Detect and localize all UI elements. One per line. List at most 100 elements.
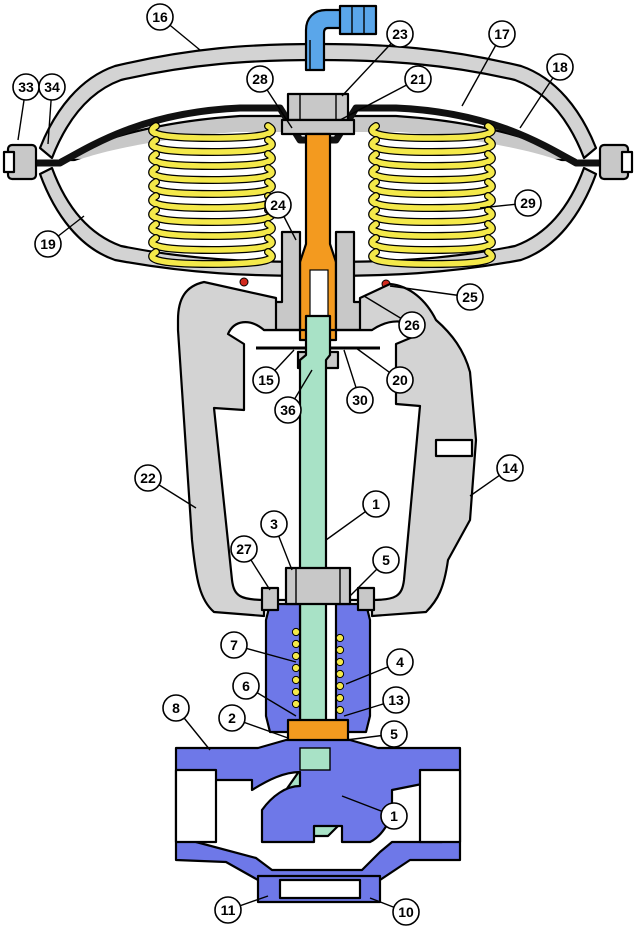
callout-number: 22 [140, 470, 156, 486]
callout-23: 23 [341, 20, 414, 97]
callout-18: 18 [519, 53, 574, 129]
callout-2: 2 [218, 704, 289, 739]
callout-bubble [386, 20, 414, 48]
callout-number: 24 [270, 197, 286, 213]
callout-14: 14 [469, 454, 524, 497]
callout-3: 3 [260, 510, 293, 571]
callout-bubble [456, 283, 484, 311]
callout-6: 6 [232, 672, 297, 717]
callout-number: 25 [462, 289, 478, 305]
lower-diaphragm-case [38, 166, 598, 278]
callout-13: 13 [343, 686, 410, 717]
port-right [418, 768, 462, 844]
callout-5a: 5 [349, 546, 400, 597]
callout-number: 34 [44, 79, 60, 95]
callout-number: 3 [270, 516, 278, 532]
callout-34: 34 [38, 73, 66, 145]
callout-20: 20 [355, 347, 414, 394]
callout-number: 1 [372, 496, 380, 512]
callout-number: 26 [404, 317, 420, 333]
callout-bubble [230, 535, 258, 563]
callout-number: 11 [221, 902, 236, 918]
callout-number: 5 [382, 552, 390, 568]
callout-bubble [346, 386, 374, 414]
callout-number: 16 [152, 9, 168, 25]
callout-1b: 1 [341, 795, 408, 830]
callout-bubble [246, 65, 274, 93]
callout-27: 27 [230, 535, 271, 591]
callout-number: 5 [390, 726, 398, 742]
callout-16: 16 [146, 3, 201, 51]
yoke-22 [176, 280, 478, 618]
callout-bubble [274, 396, 302, 424]
callout-bubble [398, 311, 426, 339]
callout-bubble [134, 464, 162, 492]
callout-bubble [488, 20, 516, 48]
callout-11: 11 [214, 895, 269, 924]
callout-26: 26 [363, 295, 426, 339]
callout-number: 1 [390, 808, 398, 824]
callout-number: 2 [228, 710, 236, 726]
port-left [174, 768, 218, 844]
callout-number: 29 [520, 195, 536, 211]
callout-bubble [38, 73, 66, 101]
callout-15: 15 [252, 349, 295, 394]
callout-8: 8 [162, 694, 211, 751]
callout-leader [339, 78, 419, 121]
flange-nut-left [2, 150, 16, 174]
flange-nut-right [620, 150, 634, 174]
callout-21: 21 [339, 65, 432, 121]
callout-number: 28 [252, 71, 268, 87]
valve-body-8 [174, 738, 462, 904]
callout-number: 20 [392, 372, 408, 388]
callout-number: 30 [352, 392, 368, 408]
callout-bubble [392, 898, 420, 926]
callout-bubble [214, 896, 242, 924]
bonnet [260, 566, 376, 734]
yoke-window [434, 438, 474, 458]
callout-number: 15 [258, 372, 274, 388]
callout-bubble [162, 694, 190, 722]
packing-spring-7 [291, 627, 345, 715]
callout-bubble [146, 3, 174, 31]
fitting-nut [338, 4, 378, 36]
callout-bubble [386, 366, 414, 394]
callout-number: 10 [398, 904, 414, 920]
callout-number: 17 [494, 26, 510, 42]
callout-number: 14 [502, 460, 518, 476]
callout-bubble [260, 510, 288, 538]
air-fitting [304, 4, 378, 72]
bolt-27-left [260, 586, 280, 612]
callout-bubble [546, 53, 574, 81]
washer-28 [280, 118, 356, 136]
callout-bubble [34, 230, 62, 258]
callout-25: 25 [389, 283, 484, 311]
callout-bubble [372, 546, 400, 574]
callout-17: 17 [461, 20, 516, 107]
callout-leader [341, 33, 401, 97]
callout-bubble [380, 720, 408, 748]
callout-number: 4 [396, 654, 404, 670]
callout-bubble [382, 686, 410, 714]
callout-7: 7 [220, 631, 297, 663]
spring-right [368, 122, 496, 269]
callout-number: 21 [410, 71, 426, 87]
callout-number: 18 [552, 59, 568, 75]
bolt-27-right [356, 586, 376, 612]
yoke-body [176, 280, 478, 618]
callout-bubble [496, 454, 524, 482]
callout-bubble [404, 65, 432, 93]
callout-4: 4 [345, 648, 414, 685]
callout-bubble [218, 704, 246, 732]
callout-number: 6 [242, 678, 250, 694]
callout-24: 24 [264, 191, 297, 241]
callout-bubble [252, 366, 280, 394]
callout-36: 36 [274, 369, 313, 424]
callout-number: 27 [236, 541, 252, 557]
o-ring-left [239, 277, 249, 287]
callout-19: 19 [34, 215, 85, 258]
callout-22: 22 [134, 464, 197, 509]
